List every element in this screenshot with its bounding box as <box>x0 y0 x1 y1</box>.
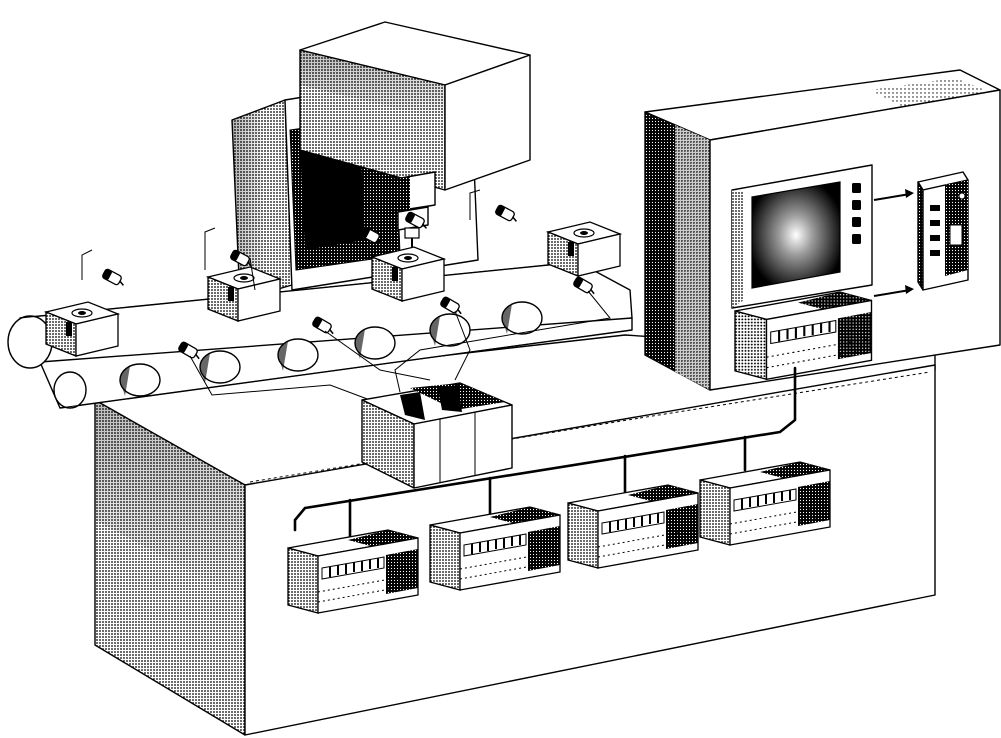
workpiece-icon <box>548 222 620 276</box>
workpiece-icon <box>208 267 280 321</box>
monitor-button <box>852 217 861 227</box>
monitor-button <box>852 234 861 244</box>
workpiece-icon <box>372 247 444 301</box>
monitor-button <box>852 200 861 210</box>
monitor-icon <box>732 165 872 308</box>
workpiece-icon <box>46 302 118 356</box>
monitor-button <box>852 183 861 193</box>
sensor-icon <box>495 204 520 224</box>
plc-module-icon <box>918 172 968 290</box>
sensor-icon <box>102 268 127 288</box>
monitor-screen <box>752 182 840 288</box>
junction-box-icon <box>362 383 512 488</box>
